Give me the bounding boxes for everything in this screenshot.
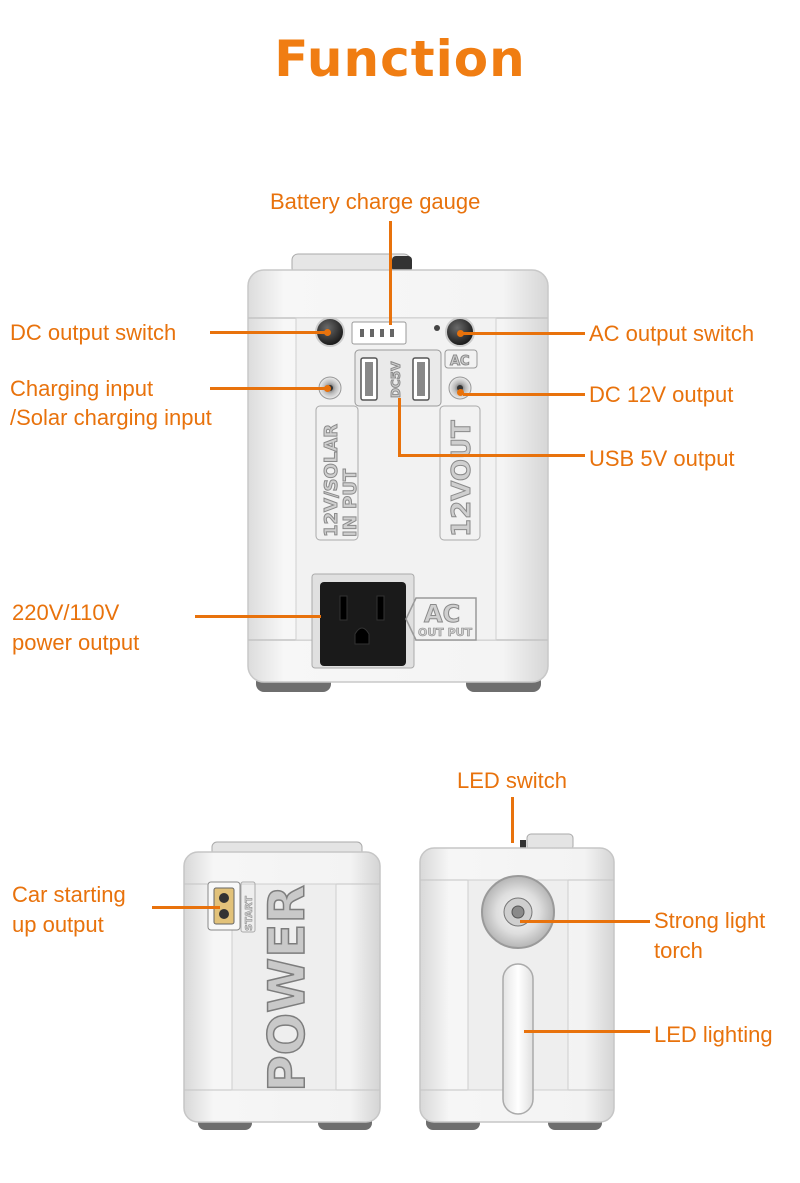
leader-usb-vertical <box>398 398 401 457</box>
label-battery-gauge: Battery charge gauge <box>270 189 481 214</box>
label-power-output-2: power output <box>12 630 140 655</box>
leader-battery-gauge <box>389 221 392 325</box>
leader-dot <box>457 330 464 337</box>
label-dc-output-switch: DC output switch <box>10 320 177 345</box>
label-power-output-1: 220V/110V <box>12 600 120 625</box>
leader-dot <box>324 385 331 392</box>
ac-small-engraving: AC <box>450 354 470 369</box>
leader-torch <box>520 920 650 923</box>
ac-big-engraving: AC <box>424 600 460 628</box>
label-car-start-1: Car starting <box>12 882 126 907</box>
label-car-start-2: up output <box>12 912 104 937</box>
led-strip-icon <box>502 963 534 1115</box>
front-device-illustration: DC5V AC 12V/SOLAR IN PUT 12VOUT AC OUT P… <box>247 253 549 692</box>
solar-input-engraving-1: 12V/SOLAR <box>321 424 342 537</box>
label-torch-2: torch <box>654 938 703 963</box>
label-charging-input-1: Charging input <box>10 376 154 401</box>
page-title: Function <box>274 30 526 88</box>
label-led-switch: LED switch <box>457 768 568 793</box>
leader-dc12v-output <box>463 393 585 396</box>
leader-dc-output-switch <box>210 331 328 334</box>
label-led-lighting: LED lighting <box>654 1022 773 1047</box>
label-charging-input-2: /Solar charging input <box>10 405 212 430</box>
leader-dot <box>324 329 331 336</box>
battery-gauge-icon <box>351 321 407 345</box>
power-engraving: POWER <box>258 885 316 1092</box>
leader-led-switch <box>511 797 514 843</box>
solar-input-engraving-2: IN PUT <box>340 468 361 537</box>
leader-power-output <box>195 615 321 618</box>
label-torch-1: Strong light <box>654 908 766 933</box>
dc5v-engraving: DC5V <box>389 361 403 398</box>
out-put-engraving: OUT PUT <box>418 626 473 639</box>
leader-ac-output-switch <box>463 332 585 335</box>
label-dc12v-output: DC 12V output <box>589 382 734 407</box>
leader-charging-input <box>210 387 328 390</box>
leader-dot <box>457 389 464 396</box>
leader-car-start <box>152 906 220 909</box>
label-ac-output-switch: AC output switch <box>589 321 755 346</box>
12vout-engraving: 12VOUT <box>447 420 477 537</box>
start-engraving: START <box>244 896 255 931</box>
label-usb-output: USB 5V output <box>589 446 735 471</box>
leader-led-lighting <box>524 1030 650 1033</box>
leader-usb-horizontal <box>398 454 585 457</box>
